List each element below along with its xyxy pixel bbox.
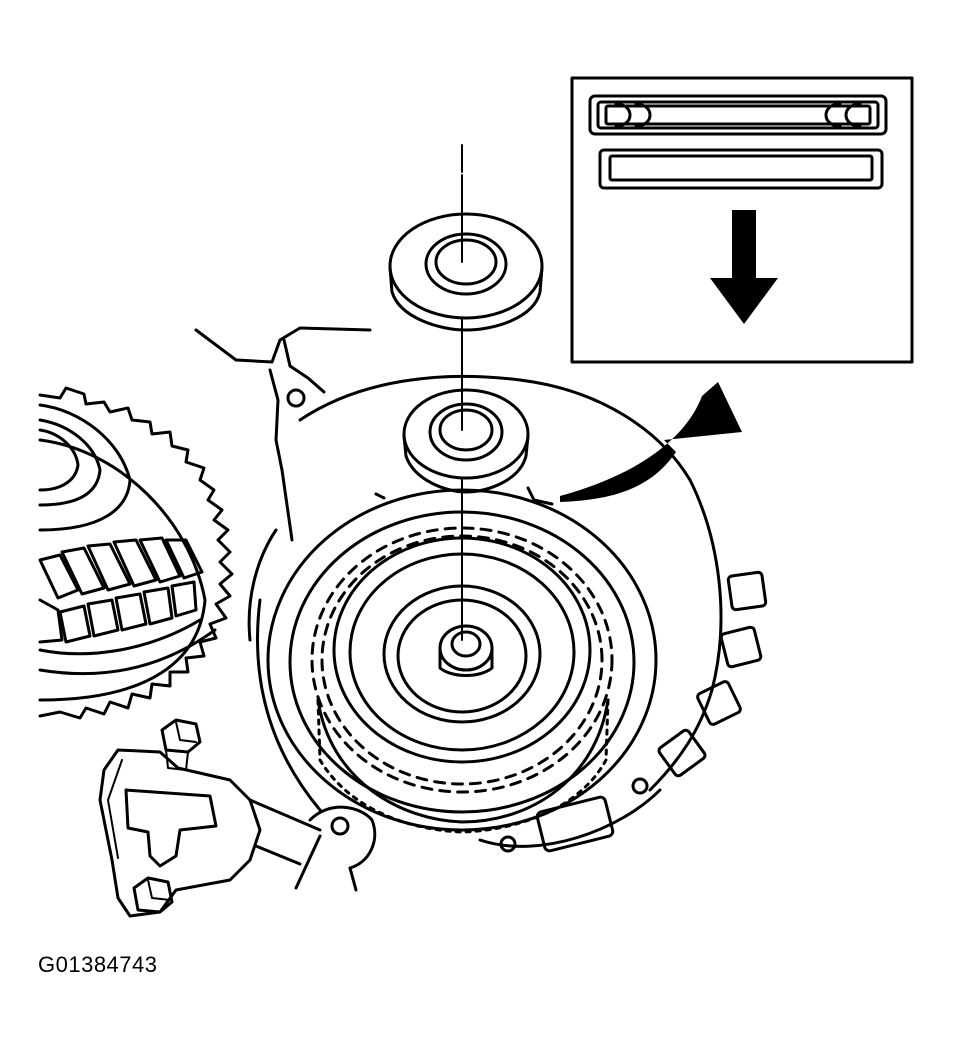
clutch-drum: [266, 488, 658, 834]
exploded-parts-stack: [388, 144, 544, 641]
housing-mark-right: [526, 486, 554, 506]
thrust-bearing-lower: [402, 388, 530, 494]
thrust-washer-upper: [388, 212, 544, 332]
inset-bearing-profile: [588, 94, 888, 136]
inset-detail-box: [570, 76, 914, 364]
transmission-housing: [194, 326, 768, 892]
bolt-upper: [160, 718, 202, 771]
mounting-bracket: [98, 718, 322, 918]
bolt-lower: [132, 876, 174, 914]
down-arrow-icon: [710, 210, 778, 324]
gear-cluster: [38, 386, 234, 720]
housing-mark-left: [374, 492, 386, 500]
inset-washer-profile: [598, 148, 884, 190]
figure-reference-code: G01384743: [38, 952, 158, 977]
curved-callout-arrow: [560, 382, 742, 502]
